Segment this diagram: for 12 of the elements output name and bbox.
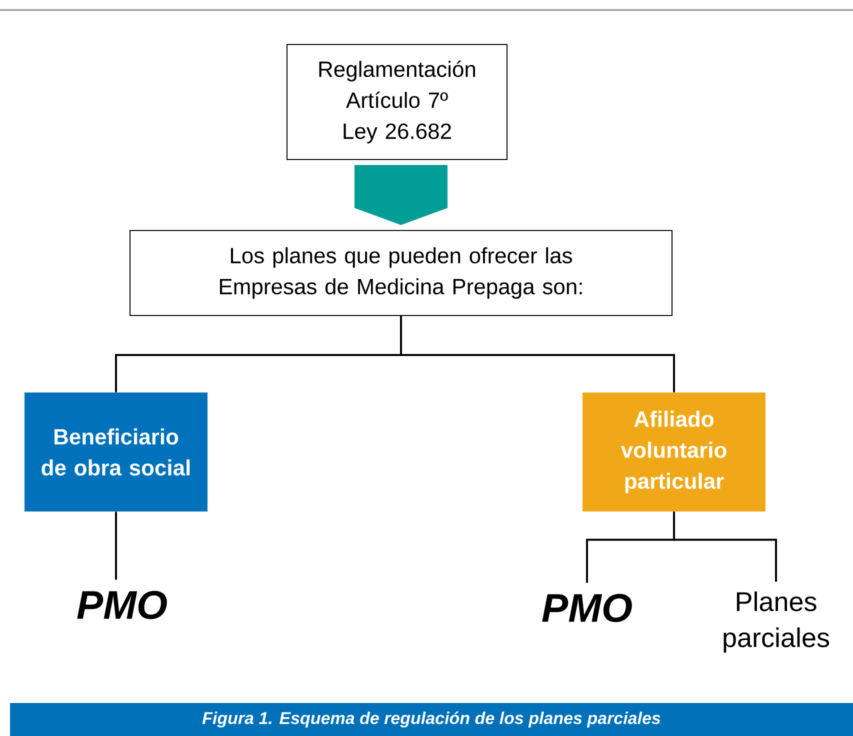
connector-line bbox=[115, 512, 117, 580]
plan-label: PMO bbox=[542, 594, 632, 622]
plan-label: PMO bbox=[77, 590, 167, 620]
category-box: Afiliado voluntario particular bbox=[582, 392, 766, 512]
text-box: Los planes que pueden ofrecer las Empresas de Medicina Prepaga son: bbox=[130, 230, 672, 316]
connector-line bbox=[400, 316, 675, 392]
caption-bar: Figura 1. Esquema de regulación de los planes parciales bbox=[10, 703, 853, 736]
connector-line bbox=[673, 512, 777, 582]
block-arrow bbox=[354, 165, 448, 225]
text-box: Reglamentación Artículo 7º Ley 26.682 bbox=[286, 44, 508, 160]
category-box: Beneficiario de obra social bbox=[24, 392, 208, 512]
plan-label: Planes parciales bbox=[724, 591, 830, 653]
